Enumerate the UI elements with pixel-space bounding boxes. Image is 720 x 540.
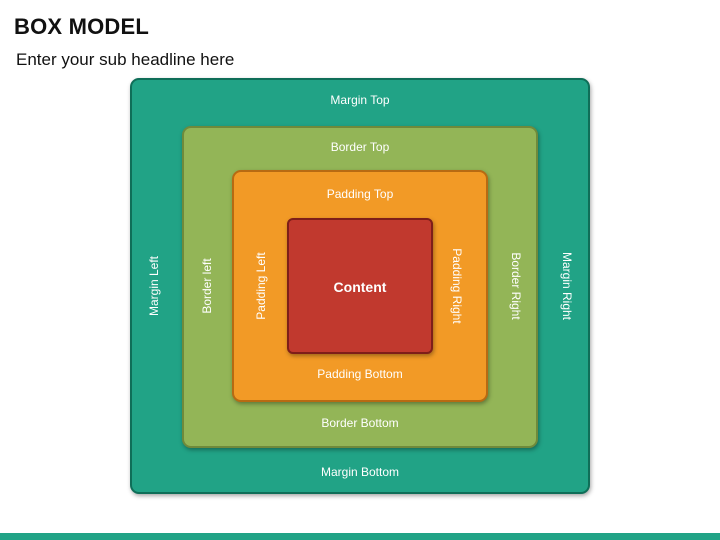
padding-top-label: Padding Top [326,187,394,201]
footer-accent-bar [0,533,720,540]
content-label: Content [333,279,387,295]
margin-top-label: Margin Top [330,93,390,107]
page-subtitle: Enter your sub headline here [16,50,235,69]
border-right-label: Border Right [509,252,523,320]
border-top-label: Border Top [330,140,390,154]
margin-right-label: Margin Right [560,251,574,321]
content-layer [287,218,433,354]
padding-bottom-label: Padding Bottom [317,367,403,381]
padding-left-label: Padding Left [254,252,268,320]
margin-bottom-label: Margin Bottom [320,465,400,479]
padding-right-label: Padding Right [450,248,464,324]
border-left-label: Border left [200,258,214,314]
page-title: BOX MODEL [14,14,150,39]
margin-left-label: Margin Left [147,255,161,317]
border-bottom-label: Border Bottom [321,416,399,430]
